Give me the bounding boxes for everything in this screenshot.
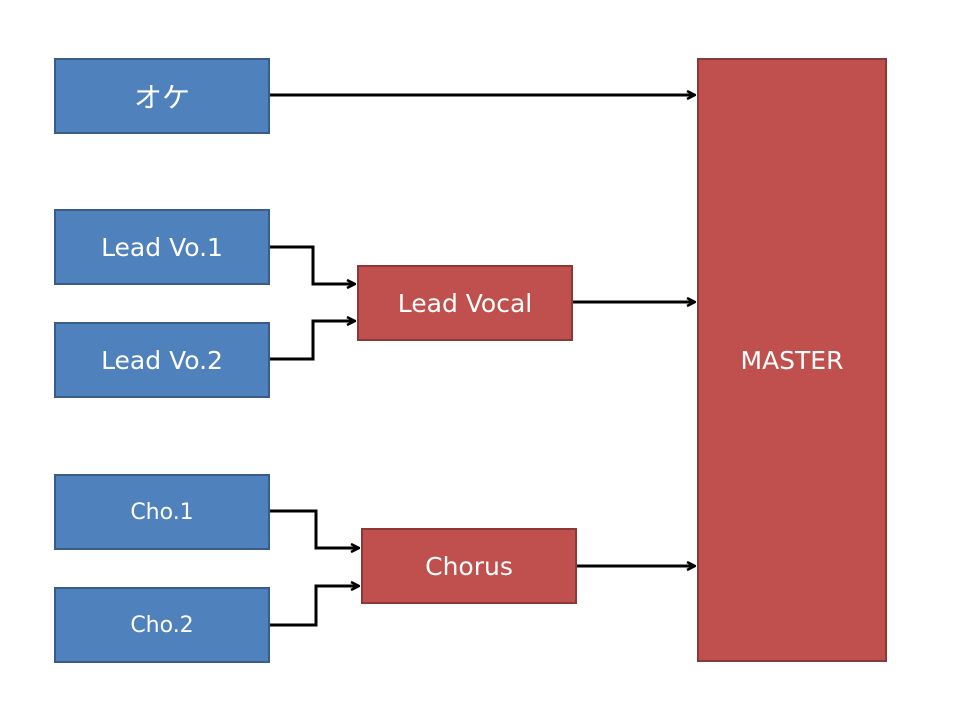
lead-vo-1-node: Lead Vo.1 (54, 209, 270, 285)
arrow-lead-vo-2-to-lead-vocal (270, 321, 354, 361)
arrow-cho-2-to-chorus (270, 586, 358, 627)
lead-vo-2-node: Lead Vo.2 (54, 322, 270, 398)
cho-1-node: Cho.1 (54, 474, 270, 550)
arrow-cho-1-to-chorus (270, 509, 358, 548)
lead-vocal-bus-label: Lead Vocal (397, 288, 533, 318)
master-bus-label: MASTER (740, 345, 844, 375)
cho-2-node-label: Cho.2 (130, 612, 194, 638)
cho-2-node: Cho.2 (54, 587, 270, 663)
lead-vocal-bus-node: Lead Vocal (357, 265, 573, 341)
chorus-bus-label: Chorus (425, 551, 513, 581)
cho-1-node-label: Cho.1 (130, 499, 194, 525)
lead-vo-2-node-label: Lead Vo.2 (101, 345, 223, 375)
ops-node: オケ (54, 58, 270, 134)
arrow-lead-vo-1-to-lead-vocal (270, 245, 354, 284)
ops-node-label: オケ (133, 81, 190, 114)
master-bus-node: MASTER (697, 58, 887, 662)
chorus-bus-node: Chorus (361, 528, 577, 604)
lead-vo-1-node-label: Lead Vo.1 (101, 232, 223, 262)
